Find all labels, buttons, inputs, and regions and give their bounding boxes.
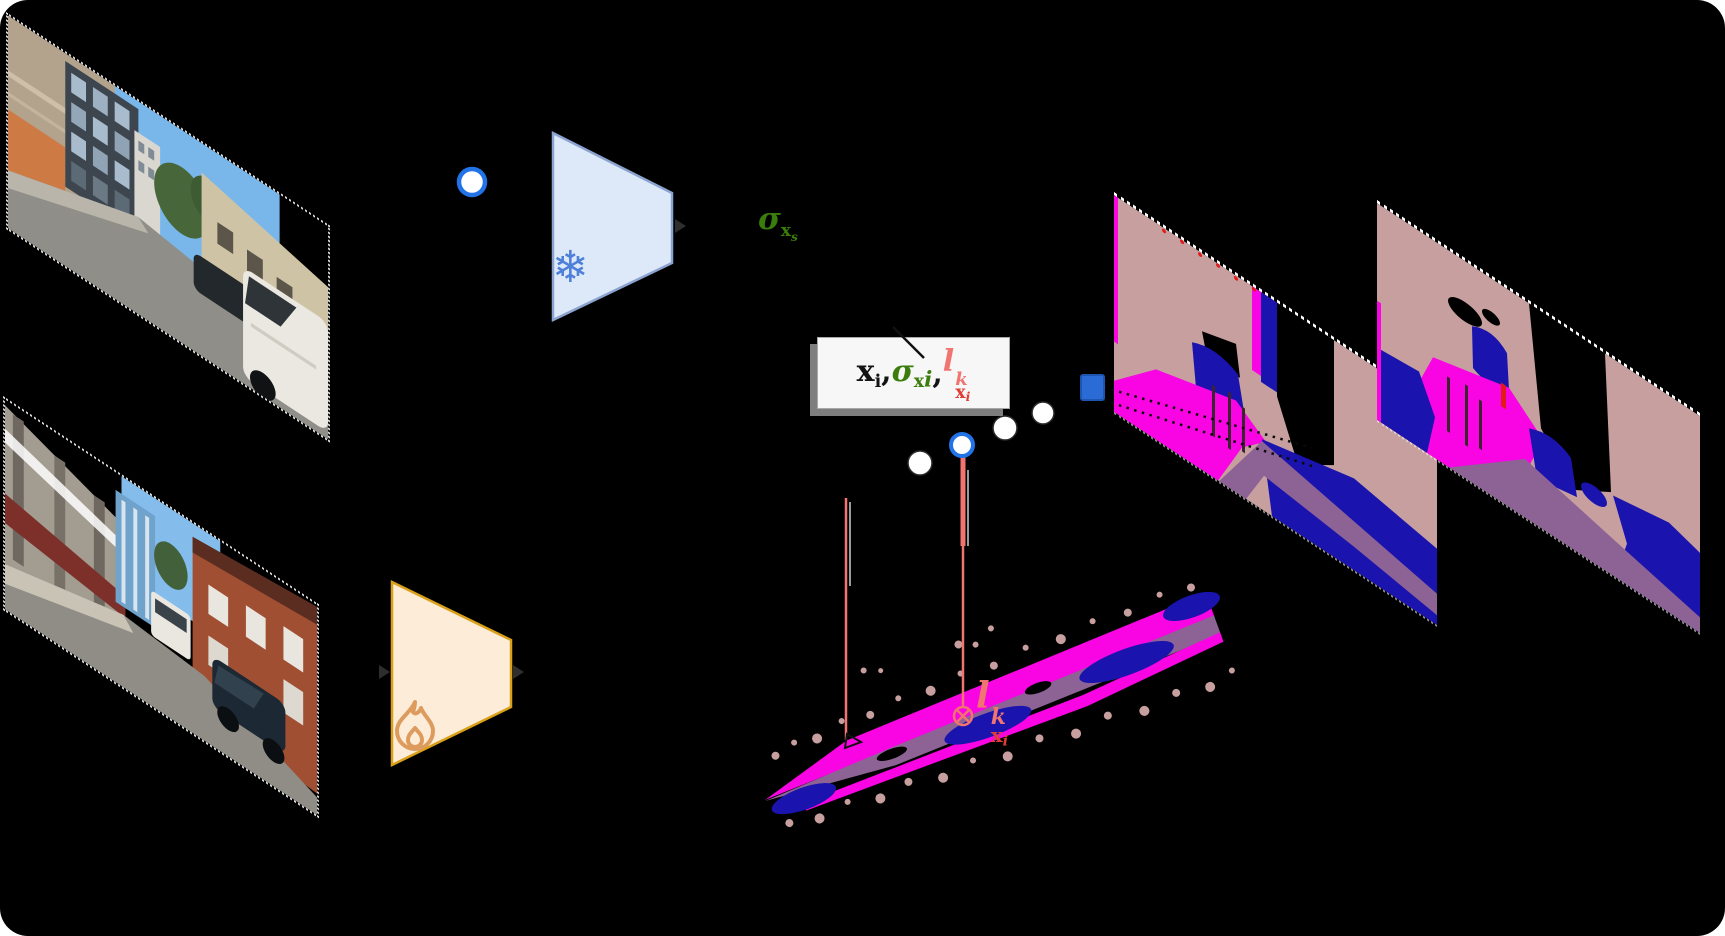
seg-map-2-content (1377, 203, 1700, 633)
projection-rays (1095, 383, 1313, 468)
pixel-marker-blue-square (1080, 374, 1105, 401)
cloud-speckles (771, 583, 1235, 828)
encoder-input-arrow-icon (379, 665, 390, 679)
sigma-sub: x (780, 221, 791, 241)
seg-map-2 (1377, 200, 1700, 635)
street-scene-2 (5, 405, 317, 816)
feature-point-blue-ring (949, 432, 975, 458)
flame-icon (395, 700, 435, 751)
otimes-marker-icon (952, 705, 974, 727)
input-image-bottom (3, 396, 319, 819)
seg-map-1-content (1114, 195, 1437, 625)
encoder-output-arrow2-icon (513, 665, 524, 679)
input-image-top (6, 12, 330, 443)
seg-map-1 (1114, 192, 1437, 627)
lk-sup: k (990, 704, 1006, 730)
query-point-blue-circle (456, 166, 488, 198)
trainable-encoder (390, 580, 513, 767)
frozen-encoder (551, 130, 674, 322)
lk-sub: xi (990, 722, 1009, 750)
sigma-output-label: σxs (758, 201, 798, 244)
feature-point-3 (1031, 401, 1055, 425)
street-scene-1 (8, 15, 328, 440)
snowflake-icon: ❄ (552, 242, 589, 293)
tuple-x: xi, (856, 353, 892, 393)
tuple-sigma: σxi (891, 353, 933, 393)
cursor-triangle-icon (843, 732, 864, 750)
sigma-subsub: s (791, 230, 798, 244)
lidar-point-cloud (765, 583, 1235, 828)
sigma-symbol: σ (758, 201, 781, 237)
feature-point-2 (992, 415, 1018, 441)
encoder-output-arrow-icon (675, 219, 686, 233)
ray-line-2 (960, 456, 969, 708)
ray-line-1 (844, 498, 851, 740)
lk-l: l (976, 675, 990, 717)
tuple-comma: , (932, 355, 943, 391)
feature-point-1 (907, 450, 933, 476)
